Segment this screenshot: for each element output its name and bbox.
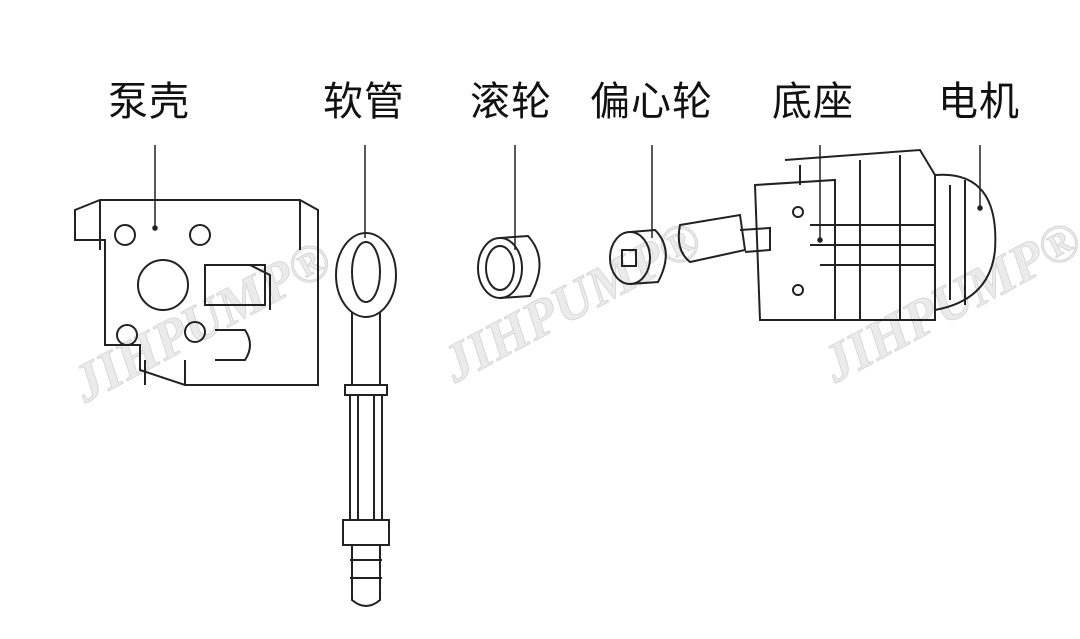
- hose-part: [335, 232, 397, 607]
- label-pump-housing: 泵壳: [108, 79, 190, 125]
- label-motor: 电机: [938, 79, 1020, 125]
- base-motor-part: [677, 148, 997, 321]
- roller-part: [477, 234, 541, 299]
- label-hose: 软管: [323, 79, 405, 125]
- eccentric-wheel-part: [609, 228, 667, 285]
- label-eccentric-wheel: 偏心轮: [590, 79, 713, 125]
- label-roller: 滚轮: [470, 79, 552, 125]
- label-base: 底座: [772, 79, 854, 125]
- leader-lines: [152, 145, 983, 250]
- pump-housing-part: [74, 199, 319, 386]
